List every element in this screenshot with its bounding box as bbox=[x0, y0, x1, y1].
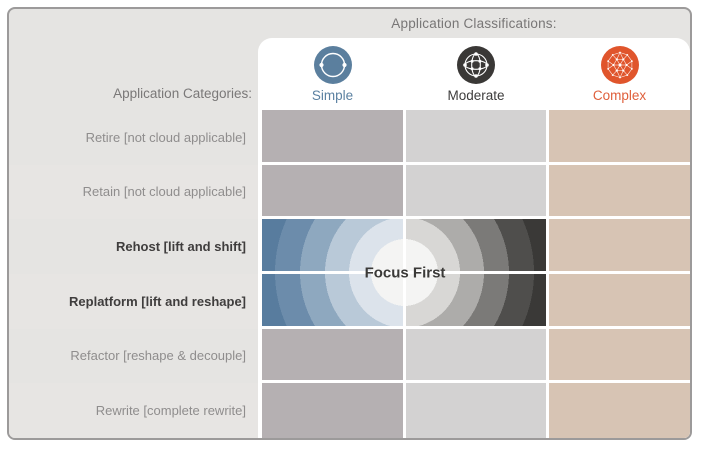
cell-replatform-moderate-focus bbox=[406, 274, 546, 326]
matrix-grid: Application Categories: Simple bbox=[9, 38, 690, 438]
classification-label-simple: Simple bbox=[311, 88, 354, 103]
cell-rewrite-moderate bbox=[406, 383, 546, 438]
row-label-retain: Retain [not cloud applicable] bbox=[9, 164, 258, 220]
row-label-refactor: Refactor [reshape & decouple] bbox=[70, 348, 246, 364]
matrix-board: Application Classifications: Application… bbox=[7, 7, 692, 440]
row-label-retire: Retire [not cloud applicable] bbox=[85, 129, 246, 145]
cell-rewrite-complex bbox=[549, 383, 690, 438]
classifications-title: Application Classifications: bbox=[391, 16, 557, 31]
row-label-rehost: Rehost [lift and shift] bbox=[116, 239, 246, 255]
cell-retire-moderate bbox=[406, 110, 546, 162]
row-label-rewrite: Rewrite [complete rewrite] bbox=[9, 383, 258, 438]
cell-retire-complex bbox=[549, 110, 690, 162]
cell-refactor-moderate bbox=[406, 328, 546, 381]
cell-refactor-complex bbox=[549, 328, 690, 381]
cell-retain-simple bbox=[262, 164, 403, 217]
cell-retain-moderate bbox=[406, 164, 546, 217]
cell-replatform-complex bbox=[549, 274, 690, 326]
cell-retain-complex bbox=[549, 164, 690, 217]
cell-rehost-complex bbox=[549, 219, 690, 271]
classification-column-simple: Simple bbox=[262, 38, 403, 110]
cell-rehost-simple-focus bbox=[262, 219, 403, 271]
complex-mesh-icon bbox=[600, 46, 639, 84]
cell-retire-simple bbox=[262, 110, 403, 162]
cell-refactor-simple bbox=[262, 328, 403, 381]
focus-first-label: Focus First bbox=[364, 264, 446, 282]
classification-column-moderate: Moderate bbox=[406, 38, 546, 110]
moderate-network-icon bbox=[457, 46, 495, 84]
classification-label-complex: Complex bbox=[592, 88, 647, 103]
simple-sphere-icon bbox=[313, 46, 352, 84]
cell-rewrite-simple bbox=[262, 383, 403, 438]
classification-column-complex: Complex bbox=[549, 38, 690, 110]
categories-title: Application Categories: bbox=[113, 86, 252, 101]
row-label-replatform: Replatform [lift and reshape] bbox=[9, 274, 258, 329]
cell-rehost-moderate-focus bbox=[406, 219, 546, 271]
cell-replatform-simple-focus bbox=[262, 274, 403, 326]
classification-label-moderate: Moderate bbox=[447, 88, 505, 103]
